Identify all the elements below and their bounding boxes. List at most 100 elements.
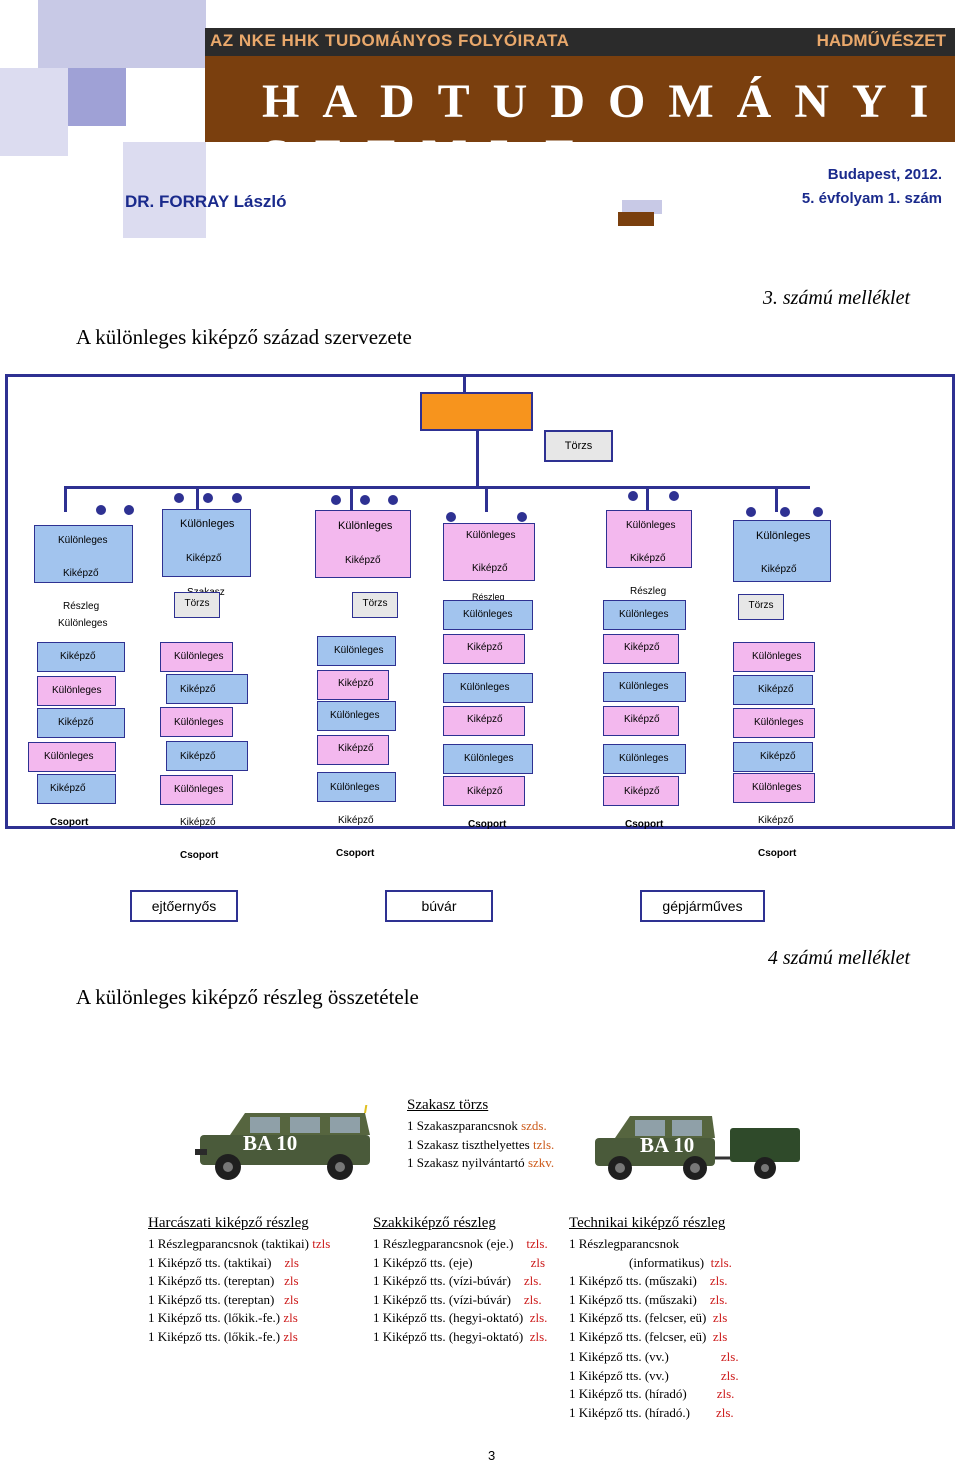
company-commander-box <box>420 392 533 431</box>
connector <box>64 486 67 512</box>
list-item: 1 Kiképző tts. (hegyi-oktató) zls. <box>373 1309 548 1328</box>
rank-dot <box>124 505 134 515</box>
unit-box <box>315 510 411 578</box>
unit-label: Különleges <box>619 609 669 620</box>
rank: zls <box>283 1328 298 1344</box>
rank: zls <box>283 1310 298 1326</box>
unit-label: Különleges <box>619 681 669 692</box>
unit-box <box>603 600 686 630</box>
unit-box <box>443 600 533 630</box>
unit-label: Kiképző <box>758 684 794 695</box>
list-item: 1 Kiképző tts. (felcser, eü) zls <box>569 1309 732 1328</box>
unit-box <box>166 741 248 771</box>
unit-label: Kiképző <box>58 717 94 728</box>
unit-box <box>443 776 525 806</box>
specialist-title: Szakkiképző részleg <box>373 1215 496 1231</box>
header-decor-square <box>123 142 206 238</box>
annex3-label: 3. számú melléklet <box>762 287 910 309</box>
rank-dot <box>388 495 398 505</box>
list-item: 1 Kiképző tts. (tereptan) zls <box>148 1272 330 1291</box>
unit-box <box>160 775 233 805</box>
unit-label: Különleges <box>756 530 811 542</box>
unit-label: Kiképző <box>338 743 374 754</box>
list-item: 1 Kiképző tts. (lőkik.-fe.) zls <box>148 1309 330 1328</box>
unit-label: Különleges <box>752 782 802 793</box>
page-number: 3 <box>488 1448 496 1463</box>
unit-box <box>443 706 525 736</box>
role: 1 Kiképző tts. (lőkik.-fe.) <box>148 1310 281 1326</box>
role: 1 Szakasz nyilvántartó <box>407 1155 528 1171</box>
unit-label: Különleges <box>58 535 108 546</box>
unit-label: Kiképző <box>180 684 216 695</box>
unit-box <box>443 523 535 581</box>
role: 1 Kiképző tts. (vv.) <box>569 1367 669 1383</box>
rank-dot <box>517 512 527 522</box>
list-item: 1 Kiképző tts. (taktikai) zls <box>148 1254 330 1273</box>
unit-label: Kiképző <box>758 815 794 826</box>
unit-box <box>733 742 813 772</box>
list-item: 1 Kiképző tts. (híradó)zls. <box>569 1385 739 1404</box>
unit-label: Kiképző <box>338 678 374 689</box>
rank-dot <box>669 491 679 501</box>
list-item: (informatikus) tzls. <box>569 1254 732 1273</box>
unit-label: Különleges <box>330 782 380 793</box>
unit-box <box>733 520 831 582</box>
unit-box <box>317 735 389 765</box>
issue-info: 5. évfolyam 1. szám <box>801 190 942 207</box>
connector <box>463 374 466 392</box>
rank-dot <box>331 495 341 505</box>
list-item: 1 Kiképző tts. (vízi-búvár) zls. <box>373 1272 548 1291</box>
rank-dot <box>203 493 213 503</box>
unit-box <box>37 642 125 672</box>
unit-label: Kiképző <box>345 555 381 566</box>
hq-sub-box: Törzs <box>352 592 398 618</box>
role: 1 Kiképző tts. (vízi-búvár) <box>373 1273 511 1289</box>
unit-box <box>317 636 396 666</box>
group-label: Csoport <box>468 819 507 830</box>
unit-box <box>603 776 679 806</box>
unit-box <box>443 634 525 664</box>
unit-label: Különleges <box>330 710 380 721</box>
rank-dot <box>232 493 242 503</box>
unit-label: Kiképző <box>467 714 503 725</box>
connector <box>64 486 810 489</box>
unit-box <box>160 707 233 737</box>
list-item: 1 Kiképző tts. (vv.)zls. <box>569 1348 739 1367</box>
unit-box <box>37 774 116 804</box>
group-label: Csoport <box>50 817 89 828</box>
role: 1 Kiképző tts. (hegyi-oktató) <box>373 1328 524 1344</box>
unit-label: Különleges <box>174 784 224 795</box>
connector <box>775 486 778 512</box>
header-decor-square <box>618 212 654 226</box>
rank-dot <box>174 493 184 503</box>
role: 1 Kiképző tts. (hegyi-oktató) <box>373 1310 524 1326</box>
list-item: 1 Kiképző tts. (hegyi-oktató) zls. <box>373 1328 548 1347</box>
role: 1 Kiképző tts. (taktikai) <box>148 1254 272 1270</box>
publication-info: Budapest, 2012. 5. évfolyam 1. szám <box>802 163 942 211</box>
list-item: 1 Részlegparancsnok (taktikai) tzls <box>148 1235 330 1254</box>
connector <box>646 486 649 512</box>
unit-label: Kiképző <box>472 563 508 574</box>
role: 1 Kiképző tts. (műszaki) <box>569 1291 697 1307</box>
unit-label: Kiképző <box>760 751 796 762</box>
header-top-bar <box>205 28 955 56</box>
role: 1 Kiképző tts. (tereptan) <box>148 1291 275 1307</box>
rank: tzls. <box>533 1136 555 1152</box>
rank: zls <box>712 1310 728 1326</box>
unit-box <box>443 744 533 774</box>
specialty-vehicle: gépjárműves <box>640 890 765 922</box>
specialty-diver: búvár <box>385 890 493 922</box>
rank-dot <box>780 507 790 517</box>
rank: zls. <box>529 1310 548 1326</box>
rank: zls. <box>709 1273 728 1289</box>
header-title-band <box>205 56 955 142</box>
hq-list: 1 Szakaszparancsnok szds. 1 Szakasz tisz… <box>407 1117 554 1173</box>
unit-label: Különleges <box>58 618 108 629</box>
role: 1 Kiképző tts. (vv.) <box>569 1349 669 1364</box>
list-item: 1 Kiképző tts. (műszaki) zls. <box>569 1272 732 1291</box>
unit-box <box>34 525 133 583</box>
unit-box <box>733 708 815 738</box>
rank: zls <box>712 1328 728 1344</box>
role: 1 Kiképző tts. (tereptan) <box>148 1273 275 1289</box>
rank: tzls. <box>526 1236 548 1251</box>
